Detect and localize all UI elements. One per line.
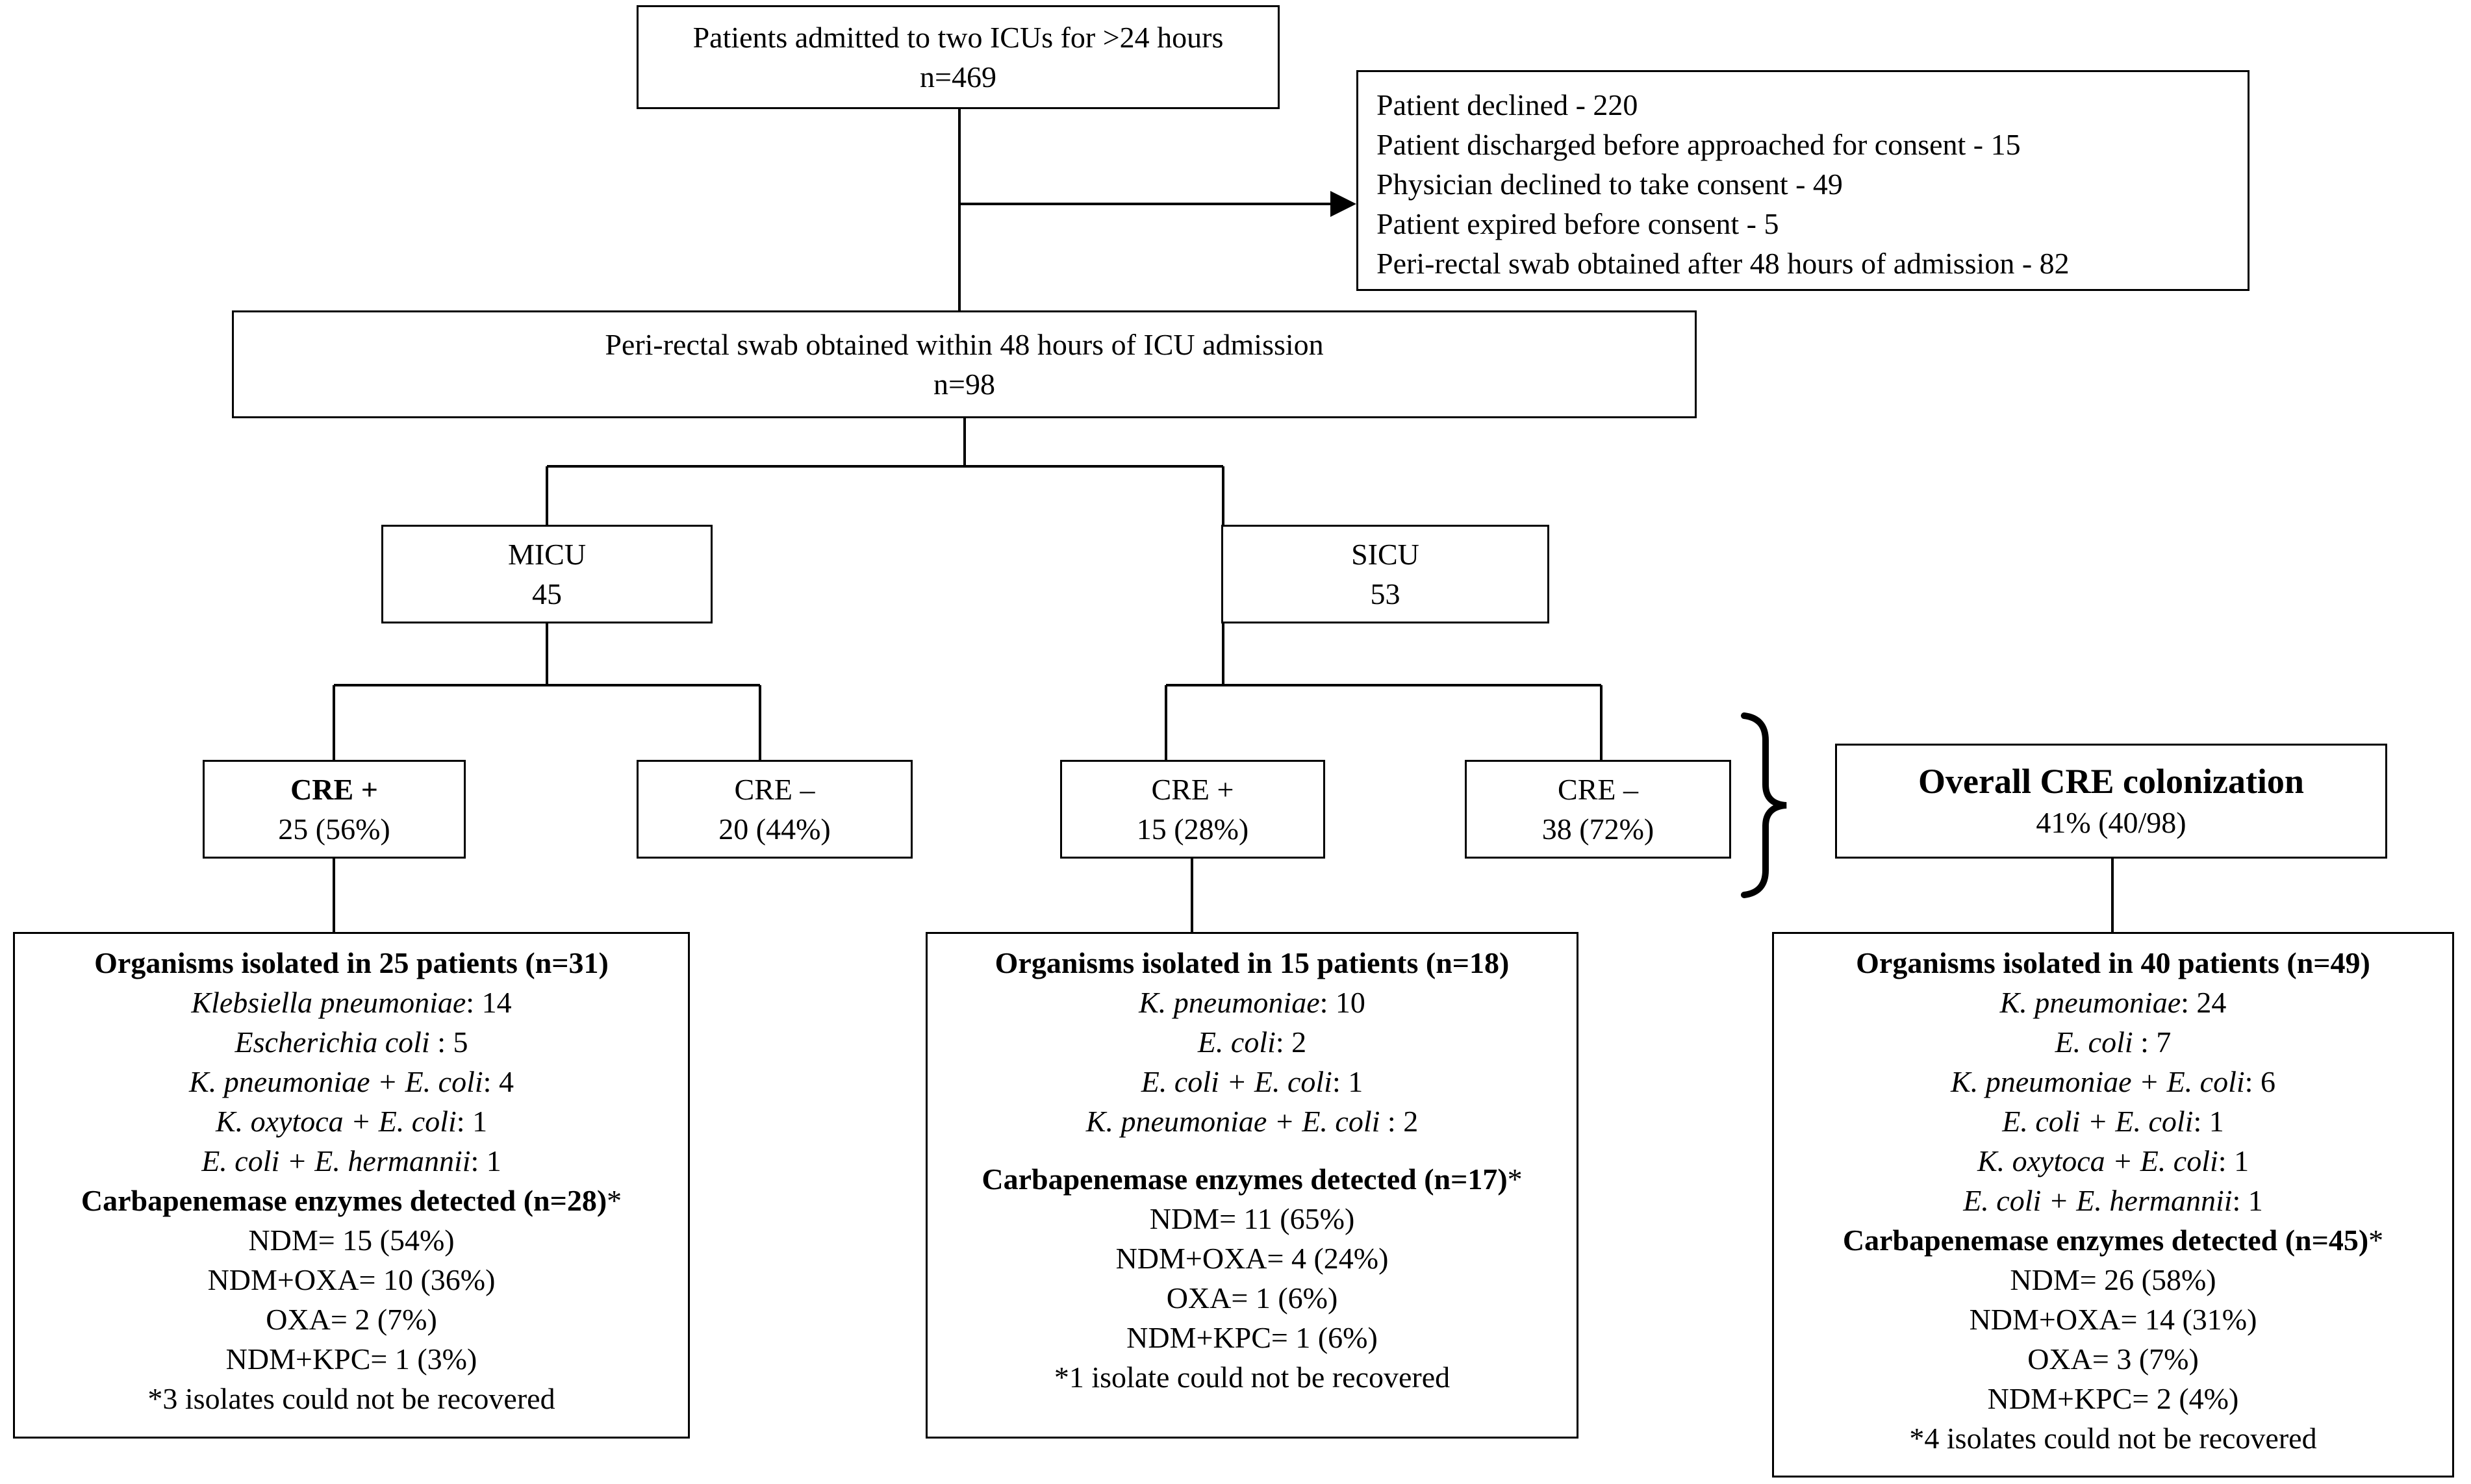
enzyme-row: OXA= 1 (6%) [1166, 1281, 1338, 1314]
micu-label: MICU [507, 538, 587, 571]
footnote: *3 isolates could not be recovered [147, 1382, 555, 1415]
organism-row: Klebsiella pneumoniae: 14 [191, 986, 512, 1019]
total-patients-title: Patients admitted to two ICUs for >24 ho… [692, 21, 1224, 54]
micu-organisms-box: Organisms isolated in 25 patients (n=31)… [13, 932, 690, 1439]
organism-row: K. oxytoca + E. coli: 1 [215, 1105, 488, 1138]
micu-cre-positive-label: CRE + [290, 773, 378, 806]
curly-brace [1741, 712, 1787, 898]
sicu-cre-negative-value: 38 (72%) [1541, 812, 1654, 846]
enzyme-row: NDM= 15 (54%) [248, 1224, 455, 1257]
sicu-cre-positive-value: 15 (28%) [1136, 812, 1249, 846]
enzymes-heading: Carbapenemase enzymes detected (n=45)* [1842, 1224, 2384, 1257]
organism-row: K. pneumoniae + E. coli: 6 [1951, 1065, 2275, 1098]
organisms-heading: Organisms isolated in 15 patients (n=18) [995, 946, 1510, 979]
sicu-cre-negative-label: CRE – [1558, 773, 1638, 806]
enzyme-row: OXA= 3 (7%) [2027, 1342, 2199, 1376]
footnote: *4 isolates could not be recovered [1909, 1422, 2317, 1455]
enzyme-row: NDM+OXA= 14 (31%) [1969, 1303, 2257, 1336]
exclusions-box: Patient declined - 220 Patient discharge… [1356, 70, 2249, 291]
organism-row: K. pneumoniae + E. coli : 2 [1085, 1105, 1419, 1138]
organism-row: K. pneumoniae + E. coli: 4 [189, 1065, 514, 1098]
total-patients-count: n=469 [920, 60, 996, 94]
exclusion-item: Peri-rectal swab obtained after 48 hours… [1376, 247, 2070, 280]
enzyme-row: NDM+OXA= 4 (24%) [1115, 1242, 1389, 1275]
sicu-cre-positive-label: CRE + [1151, 773, 1234, 806]
micu-cre-negative-box: CRE – 20 (44%) [637, 760, 913, 859]
enzyme-row: NDM+OXA= 10 (36%) [207, 1263, 496, 1296]
overall-value: 41% (40/98) [2036, 806, 2186, 839]
organism-row: K. pneumoniae: 24 [1999, 986, 2227, 1019]
organism-row: K. pneumoniae: 10 [1139, 986, 1365, 1019]
organism-row: E. coli + E. hermannii: 1 [201, 1144, 501, 1177]
sicu-label: SICU [1351, 538, 1419, 571]
organism-row: E. coli + E. hermannii: 1 [1963, 1184, 2263, 1217]
sicu-count: 53 [1370, 577, 1400, 610]
organism-row: E. coli : 7 [2055, 1025, 2172, 1059]
sicu-cre-negative-box: CRE – 38 (72%) [1465, 760, 1731, 859]
enzyme-row: NDM+KPC= 1 (6%) [1126, 1321, 1378, 1354]
organisms-heading: Organisms isolated in 25 patients (n=31) [94, 946, 609, 979]
sicu-box: SICU 53 [1221, 525, 1549, 623]
organism-row: K. oxytoca + E. coli: 1 [1977, 1144, 2249, 1177]
exclusion-item: Patient discharged before approached for… [1376, 128, 2021, 161]
micu-cre-positive-box: CRE + 25 (56%) [203, 760, 466, 859]
footnote: *1 isolate could not be recovered [1054, 1361, 1451, 1394]
exclusion-item: Physician declined to take consent - 49 [1376, 168, 1843, 201]
enzyme-row: NDM= 26 (58%) [2010, 1263, 2216, 1296]
micu-cre-negative-value: 20 (44%) [718, 812, 831, 846]
overall-organisms-box: Organisms isolated in 40 patients (n=49)… [1772, 932, 2454, 1478]
micu-cre-positive-value: 25 (56%) [278, 812, 390, 846]
micu-count: 45 [532, 577, 562, 610]
organism-row: E. coli: 2 [1197, 1025, 1307, 1059]
enzymes-heading: Carbapenemase enzymes detected (n=17)* [982, 1163, 1523, 1196]
micu-box: MICU 45 [381, 525, 713, 623]
swab-count: n=98 [933, 368, 995, 401]
micu-cre-negative-label: CRE – [734, 773, 815, 806]
enzyme-row: OXA= 2 (7%) [266, 1303, 437, 1336]
enzyme-row: NDM+KPC= 1 (3%) [225, 1342, 477, 1376]
enzyme-row: NDM+KPC= 2 (4%) [1987, 1382, 2239, 1415]
swab-box: Peri-rectal swab obtained within 48 hour… [232, 310, 1697, 418]
exclusion-item: Patient declined - 220 [1376, 88, 1638, 121]
sicu-organisms-box: Organisms isolated in 15 patients (n=18)… [926, 932, 1578, 1439]
organism-row: E. coli + E. coli: 1 [1141, 1065, 1363, 1098]
overall-title: Overall CRE colonization [1918, 762, 2304, 801]
organisms-heading: Organisms isolated in 40 patients (n=49) [1856, 946, 2370, 979]
sicu-cre-positive-box: CRE + 15 (28%) [1060, 760, 1325, 859]
exclusion-item: Patient expired before consent - 5 [1376, 207, 1779, 240]
swab-title: Peri-rectal swab obtained within 48 hour… [605, 328, 1324, 361]
organism-row: Escherichia coli : 5 [234, 1025, 468, 1059]
enzymes-heading: Carbapenemase enzymes detected (n=28)* [81, 1184, 622, 1217]
organism-row: E. coli + E. coli: 1 [2002, 1105, 2224, 1138]
enzyme-row: NDM= 11 (65%) [1149, 1202, 1355, 1235]
total-patients-box: Patients admitted to two ICUs for >24 ho… [637, 5, 1280, 109]
overall-colonization-box: Overall CRE colonization 41% (40/98) [1835, 744, 2387, 859]
